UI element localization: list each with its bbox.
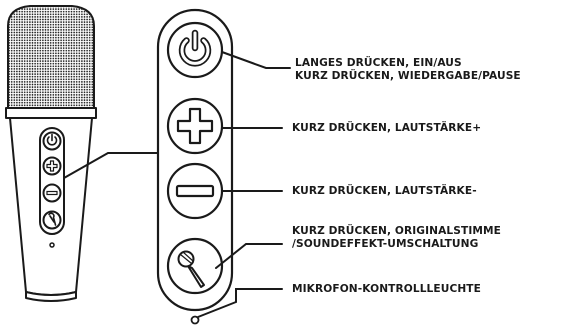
plus-icon (176, 107, 214, 145)
microphone-collar (5, 107, 97, 119)
volume-up-button[interactable] (166, 97, 224, 155)
zoom-leader-line (63, 152, 160, 179)
vocal-label-line1: KURZ DRÜCKEN, ORIGINALSTIMME (292, 225, 501, 237)
vocal-label-line2: /SOUNDEFFEKT-UMSCHALTUNG (292, 237, 479, 250)
small-power-button (42, 131, 62, 151)
power-icon (178, 29, 212, 67)
small-minus-button (42, 183, 62, 203)
power-label-line1: LANGES DRÜCKEN, EIN/AUS (295, 57, 462, 69)
microphone-bottom (25, 291, 77, 302)
small-mic-button (42, 210, 62, 230)
small-power-icon (46, 133, 58, 146)
volume-up-label: KURZ DRÜCKEN, LAUTSTÄRKE+ (292, 122, 482, 134)
indicator-light-icon (190, 315, 200, 325)
control-panel (156, 8, 234, 312)
power-callout-line (221, 51, 291, 69)
small-minus-icon (46, 190, 58, 196)
indicator-light (190, 315, 200, 325)
power-button[interactable] (166, 21, 224, 79)
small-plus-icon (46, 160, 58, 172)
vocal-label: KURZ DRÜCKEN, ORIGINALSTIMME /SOUNDEFFEK… (292, 225, 501, 250)
volume-down-button[interactable] (166, 162, 224, 220)
indicator-label: MIKROFON-KONTROLLLEUCHTE (292, 283, 481, 295)
microphone-illustration (5, 5, 97, 302)
callout-lines (197, 51, 291, 318)
power-label-line2: KURZ DRÜCKEN, WIEDERGABE/PAUSE (295, 69, 521, 82)
small-indicator-light (49, 242, 55, 248)
microphone-icon (177, 250, 205, 288)
volume-down-label: KURZ DRÜCKEN, LAUTSTÄRKE- (292, 185, 477, 197)
vocal-callout-line (215, 243, 283, 269)
small-mic-icon (48, 212, 57, 226)
indicator-callout-line (197, 288, 283, 318)
small-control-panel (39, 127, 65, 235)
vocal-effect-button[interactable] (166, 237, 224, 295)
power-label: LANGES DRÜCKEN, EIN/AUS KURZ DRÜCKEN, WI… (295, 57, 521, 82)
minus-icon (175, 184, 215, 198)
small-plus-button (42, 156, 62, 176)
microphone-grille (7, 5, 95, 109)
